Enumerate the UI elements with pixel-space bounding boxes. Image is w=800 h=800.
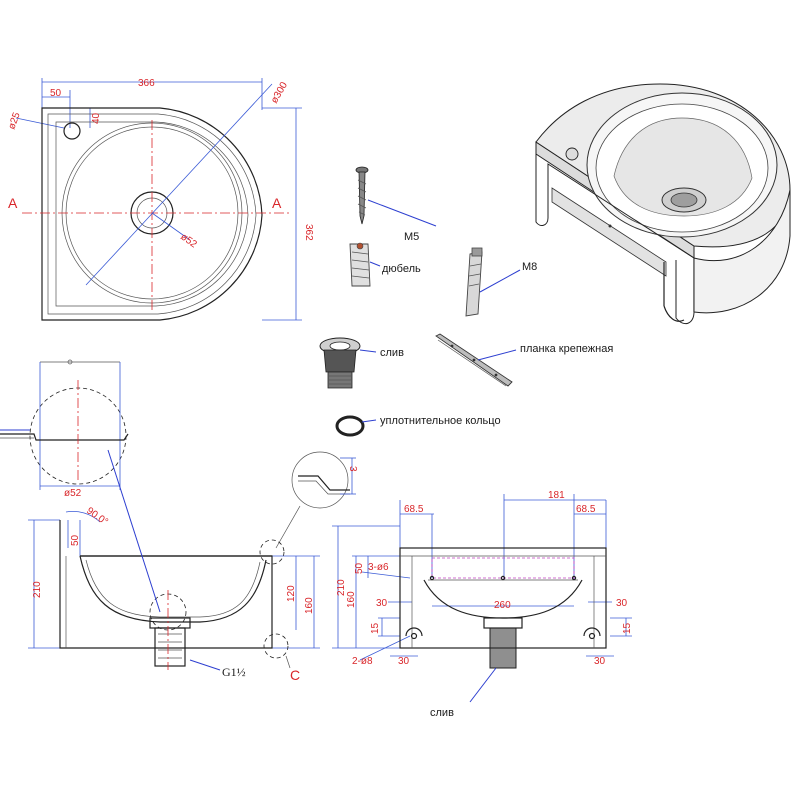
dim-front-160: 160	[346, 591, 357, 608]
detail-c-label: C	[290, 667, 300, 683]
side-view: 90.0° 50 210 120 160 G1½ C	[28, 449, 320, 683]
dim-side-160: 160	[304, 597, 315, 614]
dim-side-50: 50	[70, 534, 81, 546]
anchor-m8: M8	[465, 247, 537, 317]
dim-hole-offset: 40	[91, 112, 102, 124]
detail-drain-dia: ø52	[64, 488, 82, 499]
dim-front-68-5-right: 68.5	[576, 504, 596, 515]
parts: M5 дюбель M8 слив	[319, 166, 613, 437]
dowel-label: дюбель	[382, 263, 421, 275]
dim-front-68-5-left: 68.5	[404, 504, 424, 515]
section-label-left: A	[8, 195, 18, 211]
dim-hole-dia: ø25	[6, 111, 22, 131]
dim-front-30-bottom-right: 30	[594, 656, 606, 667]
sealing-ring: уплотнительное кольцо	[335, 415, 501, 437]
dim-drain-dia: ø52	[178, 231, 199, 250]
dim-front-holes: 3-ø6	[368, 562, 389, 573]
screw-m5: M5	[355, 166, 437, 243]
dim-front-slots: 2-ø8	[352, 656, 373, 667]
dim-side-120: 120	[286, 585, 297, 602]
isometric-view	[535, 83, 791, 325]
dim-side-210: 210	[32, 581, 43, 598]
dim-angle: 90.0°	[84, 505, 110, 527]
front-view: 68.5 181 68.5 50 210 160 3-ø6 30 260 30 …	[332, 490, 633, 719]
dim-offset: 50	[50, 88, 62, 99]
front-drain-label: слив	[430, 707, 454, 719]
dim-radius: ø300	[269, 80, 290, 106]
dim-front-15-right: 15	[622, 622, 633, 634]
screw-label: M5	[404, 231, 419, 243]
dim-height: 362	[303, 224, 314, 241]
rim-detail: 3	[275, 451, 358, 549]
drain-part-label: слив	[380, 347, 404, 359]
ring-label: уплотнительное кольцо	[380, 415, 501, 427]
dim-front-30-right: 30	[616, 598, 628, 609]
bracket-label: планка крепежная	[520, 343, 613, 355]
dim-front-30-bottom-left: 30	[398, 656, 410, 667]
anchor-label: M8	[522, 261, 537, 273]
drain-part: слив	[319, 337, 404, 389]
dim-front-15-left: 15	[370, 622, 381, 634]
dim-width: 366	[138, 78, 155, 89]
dim-front-30-left: 30	[376, 598, 388, 609]
dim-front-50: 50	[354, 562, 365, 574]
top-view: 366 50 40 ø25 ø300 ø52 362 A A	[6, 78, 314, 321]
drain-detail: ø52	[0, 359, 129, 499]
detail-rim-thickness: 3	[347, 466, 358, 472]
dim-front-181: 181	[548, 490, 565, 501]
dowel: дюбель	[349, 242, 421, 287]
section-label-right: A	[272, 195, 282, 211]
dim-front-260: 260	[494, 600, 511, 611]
mounting-bracket: планка крепежная	[435, 333, 613, 387]
thread-label: G1½	[222, 665, 246, 679]
dim-front-210: 210	[336, 579, 347, 596]
